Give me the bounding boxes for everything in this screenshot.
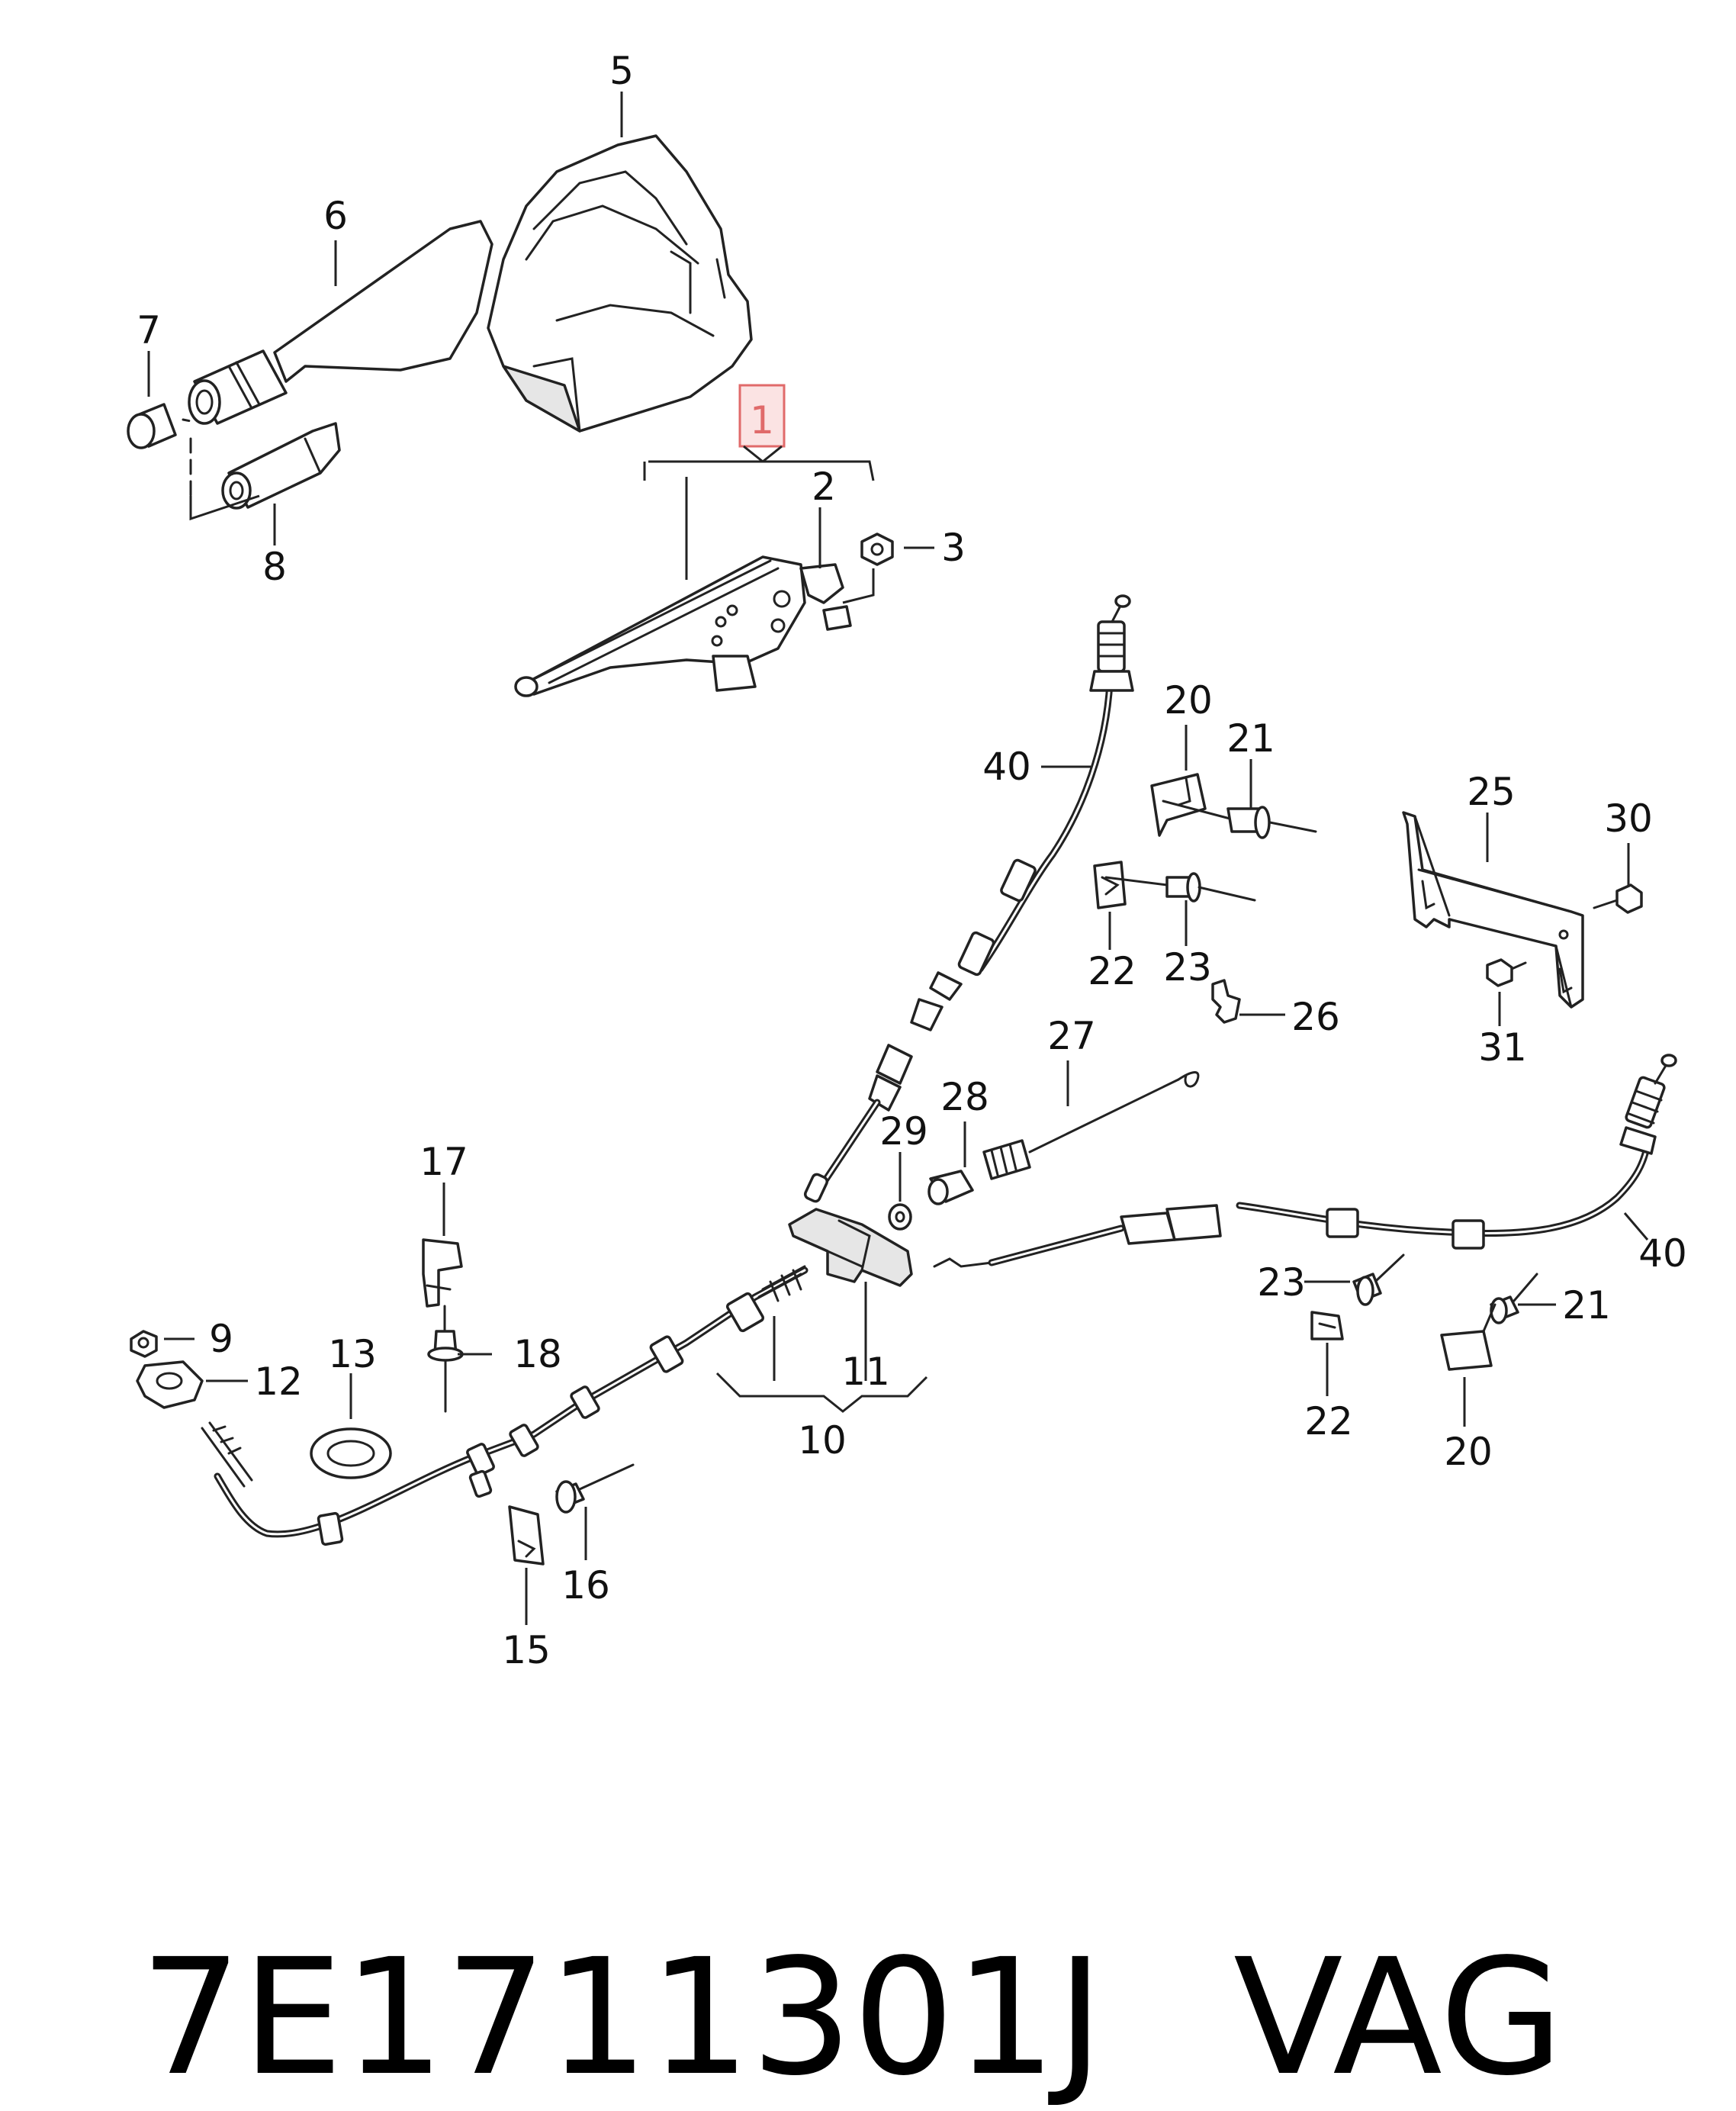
label-21b: 21 <box>1562 1283 1611 1327</box>
label-21a: 21 <box>1226 716 1275 761</box>
label-31: 31 <box>1478 1025 1527 1070</box>
label-22b: 22 <box>1304 1399 1353 1443</box>
label-27: 27 <box>1047 1014 1096 1058</box>
label-18: 18 <box>513 1332 562 1376</box>
part-1-handbrake-lever-assembly <box>514 555 852 697</box>
part-8-grip-sleeve <box>221 422 341 510</box>
part-18-rivet <box>427 1305 464 1413</box>
label-23a: 23 <box>1163 945 1212 990</box>
part-31-bolt <box>1486 958 1527 987</box>
part-25-bracket <box>1402 811 1584 1009</box>
label-29: 29 <box>879 1109 928 1154</box>
label-26: 26 <box>1291 995 1340 1039</box>
part-21-rivet-lower <box>1490 1273 1538 1324</box>
label-20b: 20 <box>1444 1430 1493 1474</box>
part-22-clip-lower <box>1310 1311 1344 1340</box>
label-6: 6 <box>323 194 348 238</box>
label-13: 13 <box>328 1332 377 1376</box>
part-40-cable-rear-right <box>933 1054 1677 1268</box>
part-12-grommet <box>136 1360 204 1409</box>
label-16: 16 <box>561 1563 610 1607</box>
label-8: 8 <box>262 545 287 589</box>
label-5: 5 <box>609 49 634 93</box>
part-11-equalizer <box>788 1208 913 1287</box>
label-10: 10 <box>798 1418 847 1463</box>
label-11: 11 <box>841 1350 890 1394</box>
part-15-clip <box>508 1505 545 1566</box>
part-26-hook <box>1211 979 1241 1024</box>
label-3: 3 <box>941 526 966 570</box>
label-17: 17 <box>420 1140 468 1184</box>
part-30-bolt <box>1593 883 1643 914</box>
label-25: 25 <box>1467 770 1516 814</box>
part-20-clip-lower <box>1440 1303 1496 1371</box>
part-1-highlight-box <box>738 384 786 448</box>
part-21-rivet-upper <box>1162 800 1317 839</box>
label-22a: 22 <box>1088 949 1136 993</box>
label-12: 12 <box>254 1360 303 1404</box>
label-28: 28 <box>940 1075 989 1119</box>
part-40-cable-front-upper <box>803 594 1134 1203</box>
part-23-rivet-upper <box>1104 872 1256 903</box>
part-labels: 5 6 7 8 1 2 3 40 20 21 22 23 25 30 31 26… <box>137 49 1687 1672</box>
part-3-nut <box>860 533 894 566</box>
label-40b: 40 <box>1638 1231 1687 1276</box>
part-29-washer <box>888 1203 912 1231</box>
label-20a: 20 <box>1164 678 1213 722</box>
part-17-clip <box>422 1238 463 1308</box>
label-2: 2 <box>812 465 836 509</box>
part-13-seal <box>310 1427 392 1479</box>
label-1: 1 <box>750 398 774 442</box>
part-23-rivet-lower <box>1352 1253 1405 1306</box>
label-40a: 40 <box>982 745 1031 789</box>
parking-brake-exploded-diagram: 5 6 7 8 1 2 3 40 20 21 22 23 25 30 31 26… <box>127 49 1687 1672</box>
part-7-cap <box>127 403 177 449</box>
part-6-lever-handle <box>188 220 493 425</box>
brand-name: VAG <box>1233 1924 1564 2111</box>
part-5-lever-cover <box>487 134 753 433</box>
part-16-rivet <box>555 1463 635 1514</box>
label-7: 7 <box>137 308 161 352</box>
part-28-adjuster <box>927 1170 974 1205</box>
part-9-nut <box>130 1330 158 1358</box>
part-number: 7E1711301J <box>140 1924 1104 2111</box>
label-9: 9 <box>209 1317 233 1361</box>
label-23b: 23 <box>1257 1260 1306 1305</box>
part-27-spring <box>982 1071 1200 1180</box>
part-40-cable-rear-left <box>201 1265 809 1546</box>
label-15: 15 <box>502 1628 551 1672</box>
part-22-clip-upper <box>1093 861 1127 909</box>
label-30: 30 <box>1604 796 1653 841</box>
